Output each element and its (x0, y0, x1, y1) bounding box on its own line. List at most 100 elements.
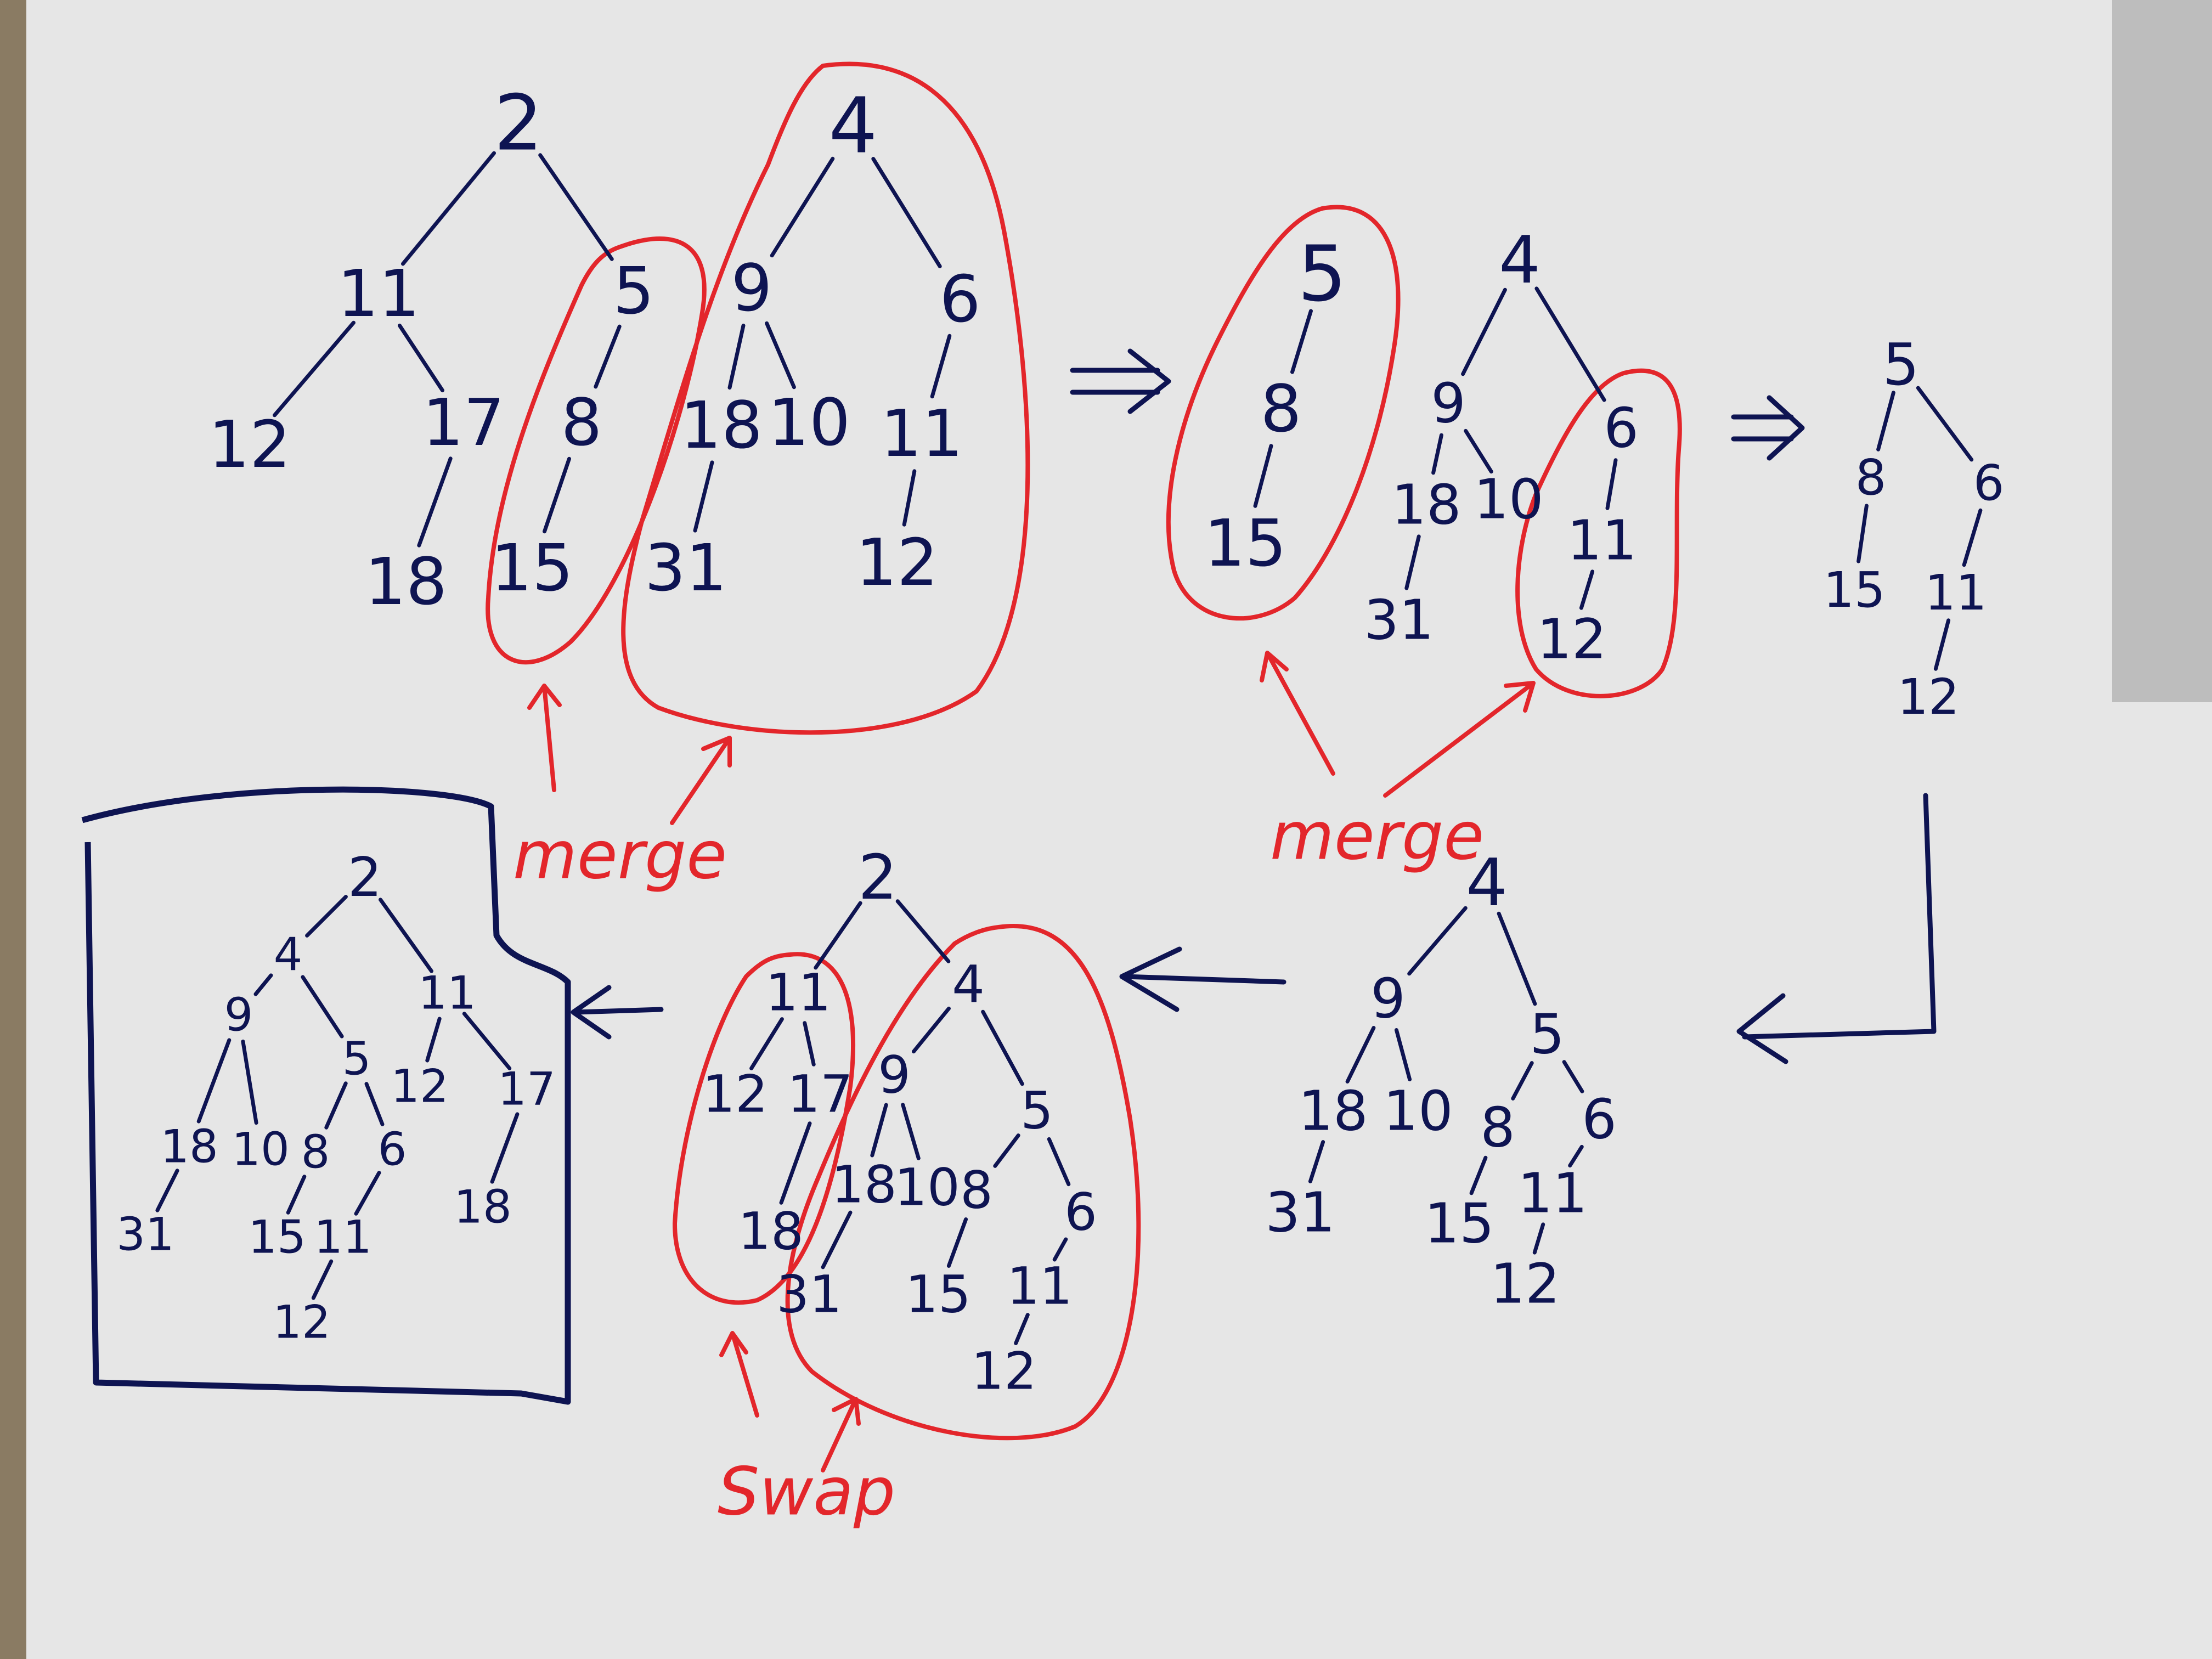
t8-edge-3 (301, 975, 344, 1039)
t7-node-12: 31 (776, 1265, 842, 1325)
t6-node-2: 5 (1530, 1002, 1565, 1066)
t3-edge-0 (1290, 309, 1313, 374)
t7-node-1: 11 (765, 963, 831, 1023)
board-left-frame (0, 0, 26, 1659)
t2-node-6: 31 (645, 530, 727, 606)
t3-node-0: 5 (1297, 230, 1346, 319)
t7-edge-6 (981, 1009, 1024, 1086)
t2-edge-2 (727, 323, 746, 390)
t7-node-9: 10 (894, 1158, 960, 1218)
t7-edge-14 (1014, 1313, 1030, 1345)
t2-node-1: 9 (731, 250, 772, 326)
t4-edge-4 (1605, 458, 1618, 510)
t7-node-15: 12 (971, 1342, 1037, 1402)
t8-edge-9 (364, 1082, 385, 1126)
t8-node-15: 12 (273, 1296, 331, 1349)
t4-edge-5 (1404, 534, 1421, 590)
t6-edge-3 (1394, 1028, 1412, 1081)
t2-edge-3 (765, 321, 796, 390)
loop-t3 (1166, 205, 1401, 621)
t6-node-1: 9 (1370, 967, 1406, 1031)
merge-1-pointer-left (527, 684, 562, 792)
swap-label: Swap (718, 1454, 895, 1531)
t8-node-12: 31 (116, 1208, 174, 1261)
t7-edge-8 (901, 1103, 921, 1160)
t1-node-4: 17 (422, 385, 505, 460)
merge-2-pointer-right (1383, 681, 1536, 798)
t6-edge-0 (1407, 906, 1468, 976)
t7-edge-5 (912, 1006, 951, 1054)
t7-node-7: 5 (1020, 1081, 1053, 1141)
t4-node-2: 6 (1604, 396, 1639, 460)
t6-edge-1 (1497, 911, 1537, 1006)
merge-1-pointer-right (670, 736, 732, 825)
t3-edge-1 (1253, 444, 1273, 508)
result-frame (81, 786, 571, 1405)
t2-node-0: 4 (828, 82, 877, 171)
t1-edge-1 (538, 153, 614, 261)
t8-node-10: 6 (378, 1123, 407, 1176)
t8-node-13: 15 (248, 1211, 306, 1264)
t7-edge-13 (1052, 1237, 1068, 1262)
swap-pointer-left (719, 1331, 759, 1418)
t5-node-3: 15 (1823, 561, 1885, 618)
t8-node-2: 11 (418, 967, 476, 1020)
t2-node-2: 6 (939, 261, 980, 337)
t4-node-0: 4 (1499, 223, 1541, 298)
t8-node-9: 8 (301, 1126, 330, 1179)
t6-edge-9 (1532, 1222, 1545, 1255)
t1-edge-5 (417, 456, 453, 548)
t2-edge-4 (930, 334, 952, 399)
loop-t2 (621, 61, 1030, 735)
t8-edge-6 (196, 1038, 232, 1124)
t7-node-0: 2 (858, 842, 897, 913)
t8-node-5: 12 (391, 1060, 449, 1113)
t8-edge-14 (311, 1259, 334, 1300)
t8-node-11: 18 (454, 1181, 512, 1234)
t1-edge-0 (401, 151, 496, 266)
t8-node-7: 18 (160, 1120, 218, 1173)
t5-edge-0 (1876, 391, 1895, 452)
board-right-shadow (2112, 0, 2212, 702)
t5-node-1: 8 (1855, 449, 1887, 506)
t6-node-8: 15 (1424, 1192, 1494, 1256)
t4-edge-0 (1461, 287, 1507, 376)
t8-edge-12 (286, 1175, 307, 1215)
t2-node-7: 12 (856, 524, 938, 600)
t4-edge-1 (1534, 286, 1606, 402)
t7-edge-12 (946, 1217, 968, 1268)
t1-node-1: 11 (337, 256, 420, 331)
t7-edge-1 (895, 899, 951, 963)
t7-node-8: 18 (831, 1155, 897, 1215)
t5-node-4: 11 (1925, 564, 1987, 621)
t5-edge-4 (1933, 618, 1951, 671)
arrow-left-1 (1119, 946, 1286, 1012)
t4-node-5: 11 (1567, 509, 1637, 573)
t5-node-0: 5 (1883, 331, 1920, 398)
t8-node-8: 10 (232, 1123, 290, 1176)
t2-edge-1 (871, 157, 942, 268)
double-arrow-right-2 (1731, 395, 1805, 461)
t8-edge-7 (241, 1039, 258, 1125)
t6-node-5: 8 (1480, 1096, 1515, 1160)
t4-edge-3 (1464, 428, 1493, 474)
loop-t4-right-spine (1515, 368, 1682, 698)
t6-node-4: 10 (1383, 1079, 1453, 1143)
t7-node-13: 15 (905, 1265, 971, 1325)
t1-edge-4 (594, 324, 622, 389)
t4-node-1: 9 (1431, 371, 1466, 436)
t7-edge-11 (821, 1210, 853, 1269)
t8-edge-11 (155, 1169, 179, 1212)
red-pointer-arrows (527, 651, 1536, 1472)
t6-edge-5 (1562, 1060, 1584, 1093)
t2-node-4: 10 (768, 385, 850, 460)
t7-edge-2 (749, 1017, 784, 1070)
t4-node-7: 12 (1537, 607, 1606, 672)
t2-edge-6 (902, 469, 917, 527)
t1-node-0: 2 (494, 79, 543, 168)
t1-edge-2 (273, 320, 356, 417)
t2-node-3: 18 (680, 387, 763, 463)
merge-label-1: merge (513, 818, 727, 894)
t4-node-6: 31 (1364, 588, 1434, 652)
